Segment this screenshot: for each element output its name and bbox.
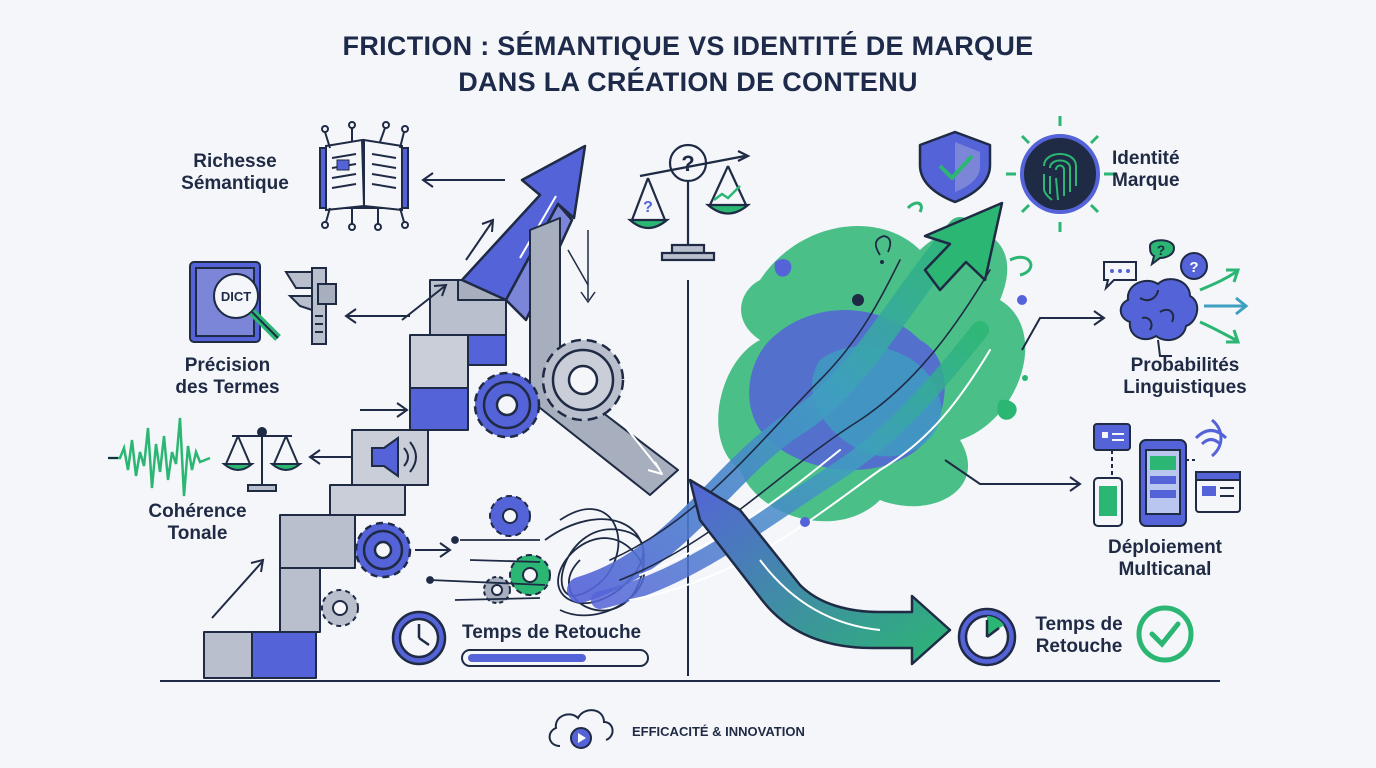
label-richesse: Richesse Sémantique (160, 151, 310, 195)
label-coherence: Cohérence Tonale (125, 501, 270, 545)
brain-icon: ? ? (1103, 239, 1208, 357)
bottom-gradient-arrow (688, 478, 952, 666)
label-deploiement: Déploiement Multicanal (1085, 537, 1245, 581)
svg-text:?: ? (643, 199, 653, 216)
retouche-progress-bar (461, 649, 649, 667)
svg-text:?: ? (1157, 242, 1166, 258)
book-chip-icon (319, 121, 409, 231)
label-retouche-left: Temps de Retouche (462, 622, 642, 643)
svg-text:?: ? (681, 151, 694, 176)
svg-text:?: ? (1189, 259, 1198, 276)
gear-blue-icon (473, 371, 541, 439)
label-identite: Identité Marque (1112, 148, 1222, 192)
right-pointer-arrows (944, 310, 1106, 492)
multi-arrows-icon (1199, 268, 1249, 344)
label-retouche-right: Temps de Retouche (1024, 614, 1134, 658)
flow-ribbons (567, 217, 991, 609)
page-title: FRICTION : SÉMANTIQUE VS IDENTITÉ DE MAR… (0, 28, 1376, 100)
devices-icon (1093, 418, 1241, 527)
gear-cluster-blue-icon (489, 495, 531, 537)
left-pointer-arrows (211, 172, 596, 619)
scale-small-icon (221, 427, 303, 492)
gear-large-icon (541, 338, 625, 422)
clock-left-icon (391, 610, 447, 666)
swirl-node (852, 294, 864, 306)
label-probabilites-line1: Probabilités (1130, 355, 1240, 376)
check-circle-icon (1136, 605, 1194, 663)
fingerprint-icon (1006, 116, 1114, 232)
label-coherence-line2: Tonale (167, 523, 228, 544)
swirl-arrow-head (923, 201, 1004, 292)
label-retouche-right-line2: Retouche (1035, 636, 1123, 657)
label-richesse-line1: Richesse (193, 151, 277, 172)
cloud-play-logo (548, 709, 614, 749)
label-precision-line1: Précision (184, 355, 271, 376)
title-line-2: DANS LA CRÉATION DE CONTENU (458, 67, 918, 97)
balance-scale-icon: ? ? (627, 143, 751, 262)
label-coherence-line1: Cohérence (148, 501, 247, 522)
label-richesse-line2: Sémantique (181, 173, 289, 194)
splash-decor (774, 201, 1033, 527)
dict-text: DICT (221, 289, 251, 304)
label-identite-line2: Marque (1112, 170, 1180, 191)
gear-tiny-grey-icon (321, 589, 359, 627)
label-precision-line2: des Termes (175, 377, 280, 398)
title-line-1: FRICTION : SÉMANTIQUE VS IDENTITÉ DE MAR… (342, 31, 1034, 61)
speaker-icon (371, 436, 417, 478)
label-identite-line1: Identité (1112, 148, 1180, 169)
soundwave-icon (108, 417, 211, 497)
clock-right-icon (957, 607, 1017, 667)
gear-small-icon (354, 521, 412, 579)
staircase (203, 279, 507, 679)
footer-text: EFFICACITÉ & INNOVATION (632, 724, 805, 739)
dictionary-icon (189, 261, 281, 343)
label-retouche-right-line1: Temps de (1035, 614, 1123, 635)
caliper-icon (284, 267, 337, 345)
label-probabilites: Probabilités Linguistiques (1100, 355, 1270, 399)
label-precision: Précision des Termes (160, 355, 295, 399)
label-deploiement-line1: Déploiement (1107, 537, 1223, 558)
label-deploiement-line2: Multicanal (1118, 559, 1212, 580)
shield-check-icon (918, 130, 992, 204)
label-probabilites-line2: Linguistiques (1123, 377, 1247, 398)
